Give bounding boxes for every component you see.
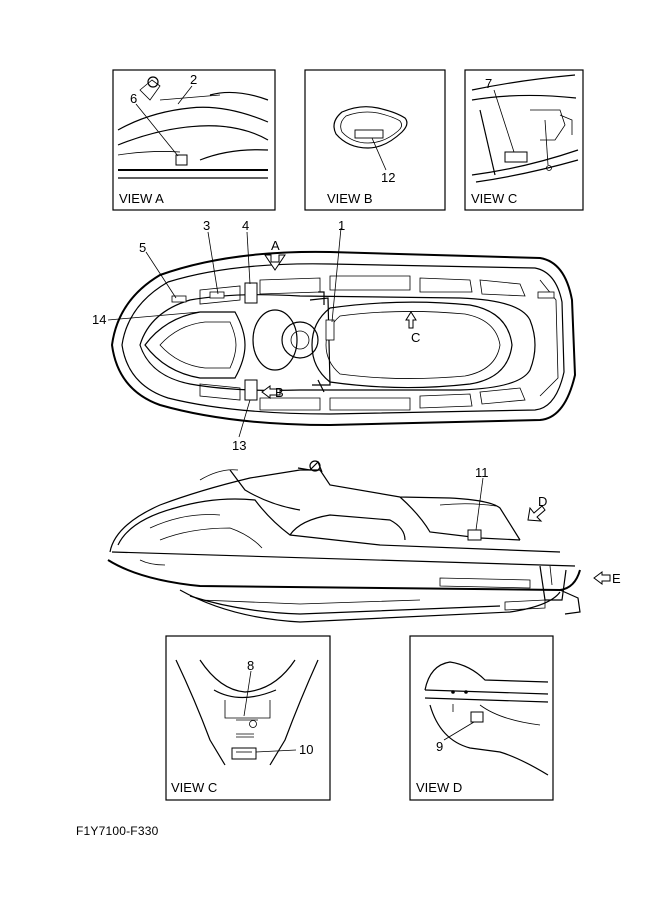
side-view-craft: 11 D E [107, 460, 621, 623]
callout-2: 2 [190, 72, 197, 87]
view-a-panel: 6 2 VIEW A [112, 69, 276, 211]
view-c-top-panel: 7 VIEW C [464, 69, 584, 211]
marker-a: A [271, 238, 280, 253]
view-c-bottom-label: VIEW C [171, 780, 217, 795]
view-c-bottom-panel: 8 10 VIEW C [165, 635, 331, 801]
view-d-label: VIEW D [416, 780, 462, 795]
callout-10: 10 [299, 742, 313, 757]
callout-7: 7 [485, 76, 492, 91]
callout-5: 5 [139, 240, 146, 255]
view-b-panel: 12 VIEW B [304, 69, 446, 211]
drawing-code: F1Y7100-F330 [76, 824, 159, 838]
callout-1: 1 [338, 218, 345, 233]
callout-12: 12 [381, 170, 395, 185]
callout-8: 8 [247, 658, 254, 673]
view-c-top-label: VIEW C [471, 191, 517, 206]
callout-6: 6 [130, 91, 137, 106]
view-d-panel: 9 VIEW D [409, 635, 554, 801]
marker-c: C [411, 330, 420, 345]
callout-9: 9 [436, 739, 443, 754]
callout-3: 3 [203, 218, 210, 233]
marker-b: B [275, 385, 284, 400]
view-b-label: VIEW B [327, 191, 373, 206]
callout-11: 11 [475, 465, 489, 480]
view-a-label: VIEW A [119, 191, 164, 206]
callout-4: 4 [242, 218, 249, 233]
marker-d: D [538, 494, 547, 509]
top-view-craft: A C B 1 3 4 5 14 13 [92, 218, 577, 453]
marker-e: E [612, 571, 621, 586]
callout-13: 13 [232, 438, 246, 453]
callout-14: 14 [92, 312, 106, 327]
